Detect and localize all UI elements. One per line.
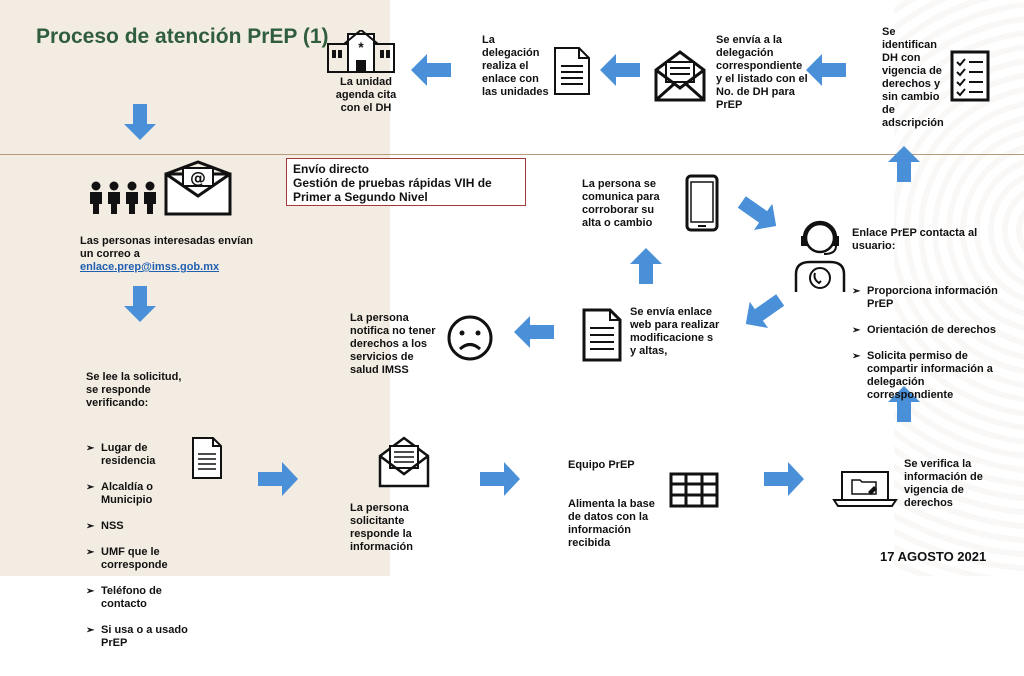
arrow-down-2: [124, 286, 156, 322]
requester-responds-text: La persona solicitante responde la infor…: [350, 502, 413, 553]
contact-list: Proporciona información PrEP Orientación…: [852, 272, 1002, 415]
divider-line: [0, 154, 1024, 155]
identify-text: Se identifican DH con vigencia de derech…: [882, 26, 944, 129]
arrow-left-1: [411, 54, 451, 86]
box-line2: Gestión de pruebas rápidas VIH de Primer…: [293, 176, 492, 204]
send-delegation-text: Se envía a la delegación correspondiente…: [716, 34, 808, 111]
list-item: Si usa o a usado PrEP: [86, 624, 196, 650]
mail-open-icon: [654, 50, 706, 107]
hospital-icon: *: [326, 28, 396, 79]
document-icon: [553, 46, 591, 101]
email-link[interactable]: enlace.prep@imss.gob.mx: [80, 261, 220, 273]
read-request-block: Se lee la solicitud, se responde verific…: [86, 358, 196, 676]
list-item: Proporciona información PrEP: [852, 285, 1002, 311]
arrow-left-3: [806, 54, 846, 86]
list-item: Teléfono de contacto: [86, 585, 196, 611]
document-icon: [191, 436, 223, 485]
prep-team-block: Equipo PrEP Alimenta la base de datos co…: [568, 446, 658, 563]
verify-list: Lugar de residencia Alcaldía o Municipio…: [86, 429, 196, 663]
prep-link-contacts-title: Enlace PrEP contacta al usuario:: [852, 227, 978, 252]
unit-appointment-text: La unidad agenda cita con el DH: [335, 76, 397, 114]
laptop-folder-icon: [832, 470, 898, 513]
email-at-icon: @: [163, 160, 233, 223]
read-request-title: Se lee la solicitud, se responde verific…: [86, 371, 182, 409]
date-label: 17 AGOSTO 2021: [880, 549, 987, 564]
svg-text:*: *: [358, 39, 364, 55]
list-item: Alcaldía o Municipio: [86, 481, 196, 507]
prep-team-body: Alimenta la base de datos con la informa…: [568, 498, 655, 549]
list-item: Orientación de derechos: [852, 324, 1002, 337]
arrow-diag-down-left: [745, 294, 784, 328]
list-item: NSS: [86, 520, 196, 533]
table-icon: [669, 472, 719, 513]
left-panel-background: [0, 0, 390, 576]
checklist-icon: [950, 50, 990, 107]
list-item: Lugar de residencia: [86, 442, 196, 468]
arrow-left-2: [600, 54, 640, 86]
arrow-up-right-col-top: [888, 146, 920, 182]
arrow-left-middle: [514, 316, 554, 348]
people-icon: [88, 180, 160, 221]
envelope-letter-icon: [378, 436, 430, 493]
arrow-down-1: [124, 104, 156, 140]
verify-rights-text: Se verifica la información de vigencia d…: [904, 458, 983, 509]
arrow-right-1: [258, 462, 298, 496]
call-center-icon: [792, 216, 848, 301]
prep-team-title: Equipo PrEP: [568, 459, 635, 471]
send-email-text: Las personas interesadas envían un corre…: [80, 222, 260, 287]
direct-send-box: Envío directo Gestión de pruebas rápidas…: [286, 158, 526, 206]
sad-face-icon: [446, 314, 494, 367]
person-communicates-text: La persona se comunica para corroborar s…: [582, 178, 660, 229]
phone-icon: [684, 174, 720, 237]
document-icon: [582, 308, 622, 367]
delegation-links-text: La delegación realiza el enlace con las …: [482, 34, 549, 98]
arrow-right-3: [764, 462, 804, 496]
arrow-up-middle: [630, 248, 662, 284]
prep-link-contacts-block: Enlace PrEP contacta al usuario: Proporc…: [852, 214, 1002, 428]
send-web-link-text: Se envía enlace web para realizar modifi…: [630, 306, 720, 357]
list-item: Solicita permiso de compartir informació…: [852, 350, 1002, 402]
send-email-label: Las personas interesadas envían un corre…: [80, 235, 254, 260]
arrow-diag-down-right: [738, 196, 777, 230]
arrow-right-2: [480, 462, 520, 496]
list-item: UMF que le corresponde: [86, 546, 196, 572]
page-title: Proceso de atención PrEP (1): [36, 25, 329, 48]
box-line1: Envío directo: [293, 162, 370, 176]
notifies-no-rights-text: La persona notifica no tener derechos a …: [350, 312, 436, 376]
svg-text:@: @: [190, 168, 206, 187]
